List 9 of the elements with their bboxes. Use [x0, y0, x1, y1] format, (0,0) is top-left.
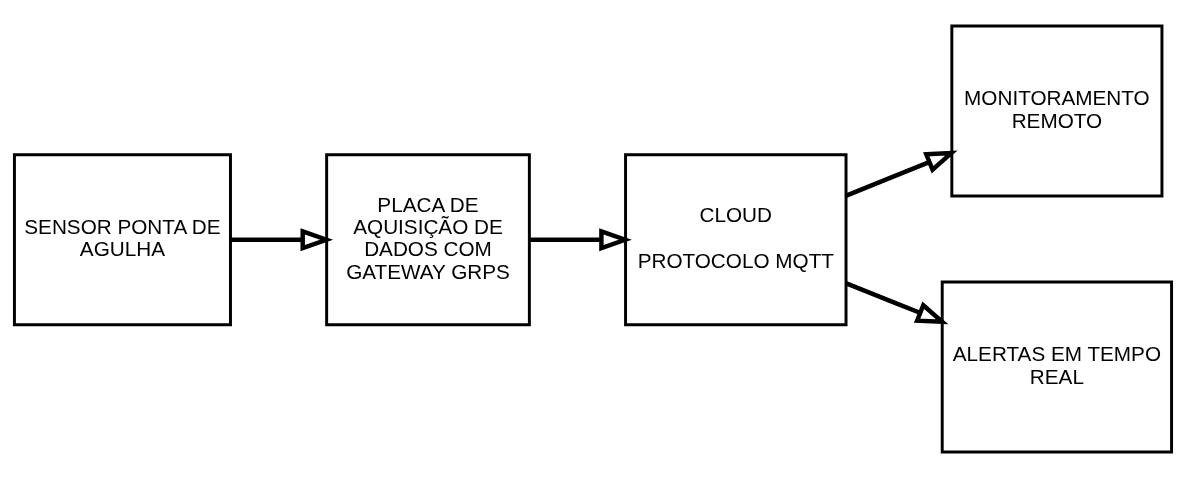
arrow: [230, 228, 334, 252]
arrow: [845, 150, 958, 198]
node-box: CLOUD PROTOCOLO MQTT: [624, 153, 848, 327]
node-box: PLACA DE AQUISIÇÃO DE DADOS COM GATEWAY GRPS: [325, 153, 531, 327]
node-box: MONITORAMENTO REMOTO: [950, 24, 1164, 198]
arrow: [529, 228, 632, 252]
node-box: ALERTAS EM TEMPO REAL: [940, 280, 1174, 454]
node-box: SENSOR PONTA DE AGULHA: [12, 153, 232, 327]
arrow: [845, 281, 949, 325]
